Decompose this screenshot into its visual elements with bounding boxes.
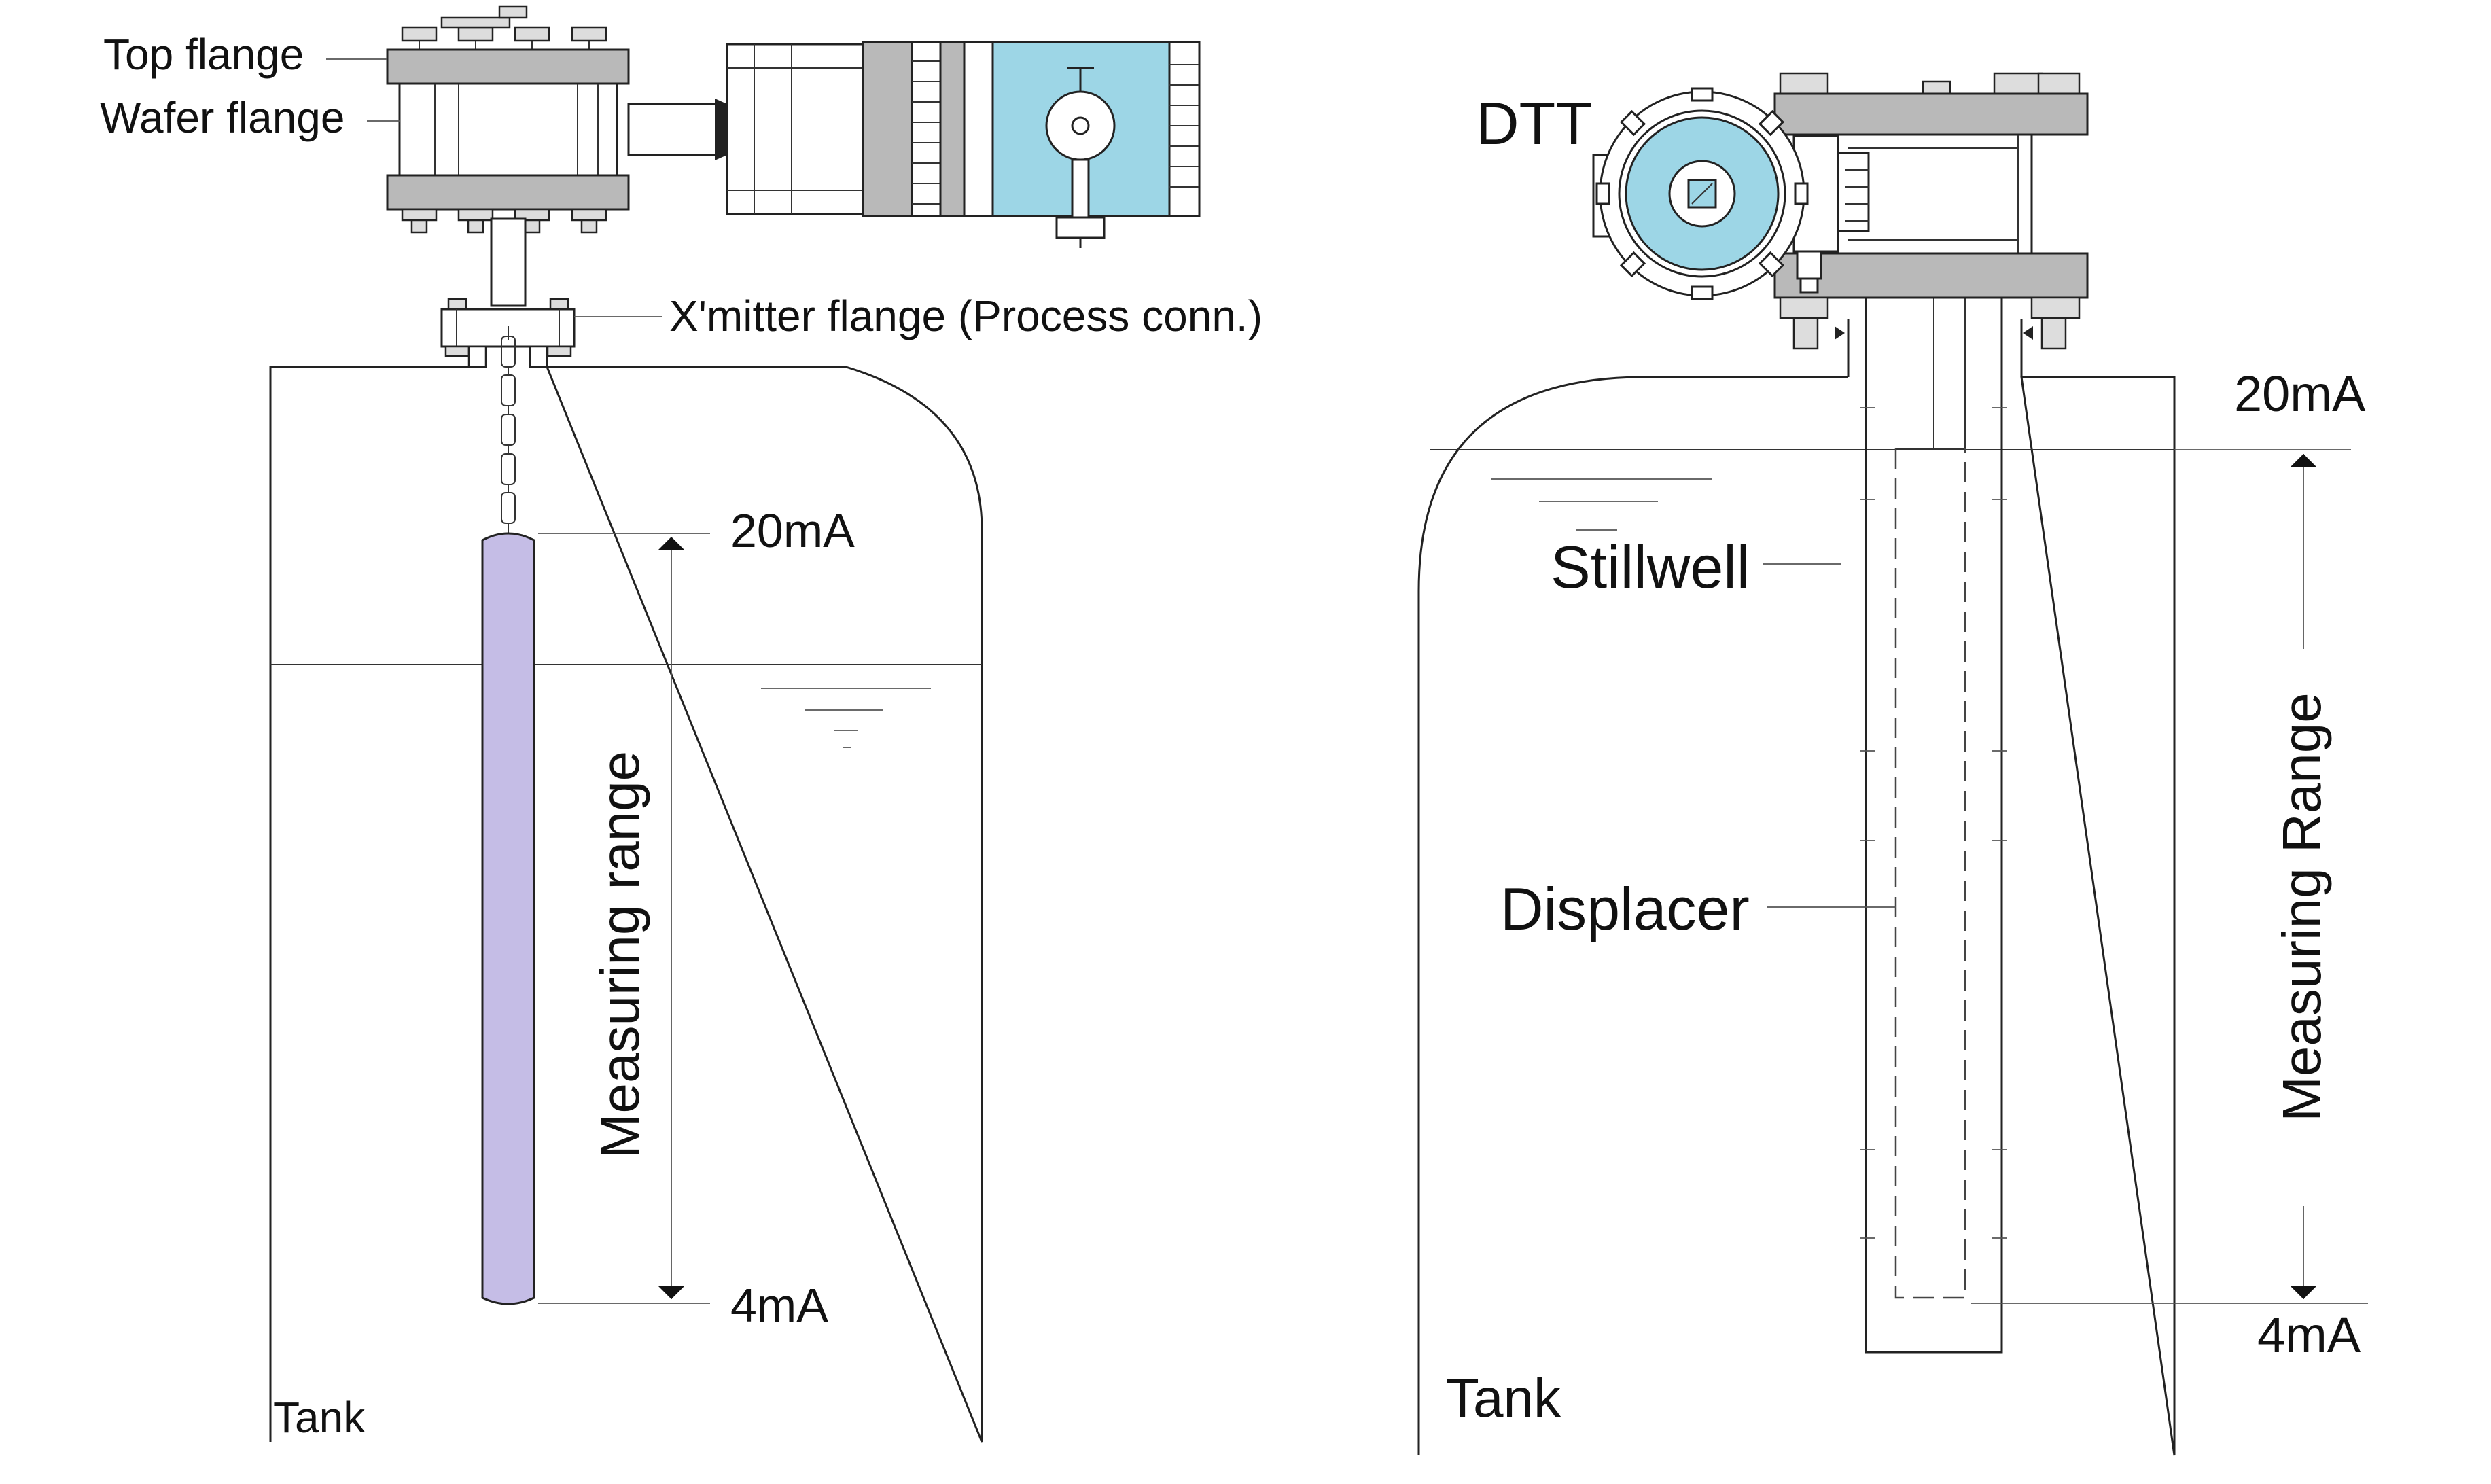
- wafer-flange-label: Wafer flange: [100, 93, 344, 142]
- right-transmitter-head: [1773, 72, 2089, 350]
- left-measuring-range-label: Measuring range: [590, 751, 650, 1159]
- displacer-label: Displacer: [1500, 875, 1750, 942]
- bottom-flange: [386, 174, 630, 211]
- right-20ma-label: 20mA: [2234, 366, 2366, 422]
- left-transmitter: [627, 41, 1201, 248]
- left-tank-label: Tank: [273, 1393, 366, 1442]
- stillwell-marks: [1860, 407, 2007, 1239]
- left-tank-outline: [269, 366, 983, 1443]
- dtt-housing: [1592, 87, 1809, 300]
- xmitter-flange: [440, 298, 576, 368]
- left-diagram: Top flange Wafer flange X'mitter flange …: [100, 5, 1262, 1443]
- top-flange-label: Top flange: [103, 30, 304, 79]
- top-flange: [386, 48, 630, 85]
- left-20ma-label: 20mA: [730, 504, 855, 557]
- right-diagram: DTT Stillwell Displacer 20mA 4mA Measuri…: [1417, 72, 2368, 1456]
- right-4ma-label: 4mA: [2257, 1307, 2361, 1363]
- right-measuring-range-label: Measuring Range: [2272, 692, 2332, 1121]
- right-tank-outline: [1417, 376, 2176, 1456]
- left-liquid-level-symbol: [761, 688, 931, 748]
- right-tank-label: Tank: [1446, 1368, 1561, 1428]
- dtt-label: DTT: [1476, 90, 1592, 157]
- stillwell-label: Stillwell: [1551, 533, 1750, 601]
- stillwell: [1865, 291, 2003, 1354]
- right-liquid-level-symbol: [1491, 478, 1712, 531]
- left-suspension-chain: [501, 326, 516, 535]
- right-displacer: [1894, 448, 1966, 1299]
- left-displacer: [481, 532, 535, 1305]
- wafer-flange: [398, 82, 618, 177]
- xmitter-flange-label: X'mitter flange (Process conn.): [669, 292, 1262, 340]
- left-flange-assembly: [386, 5, 630, 234]
- left-stem: [490, 217, 527, 307]
- left-4ma-label: 4mA: [730, 1279, 828, 1332]
